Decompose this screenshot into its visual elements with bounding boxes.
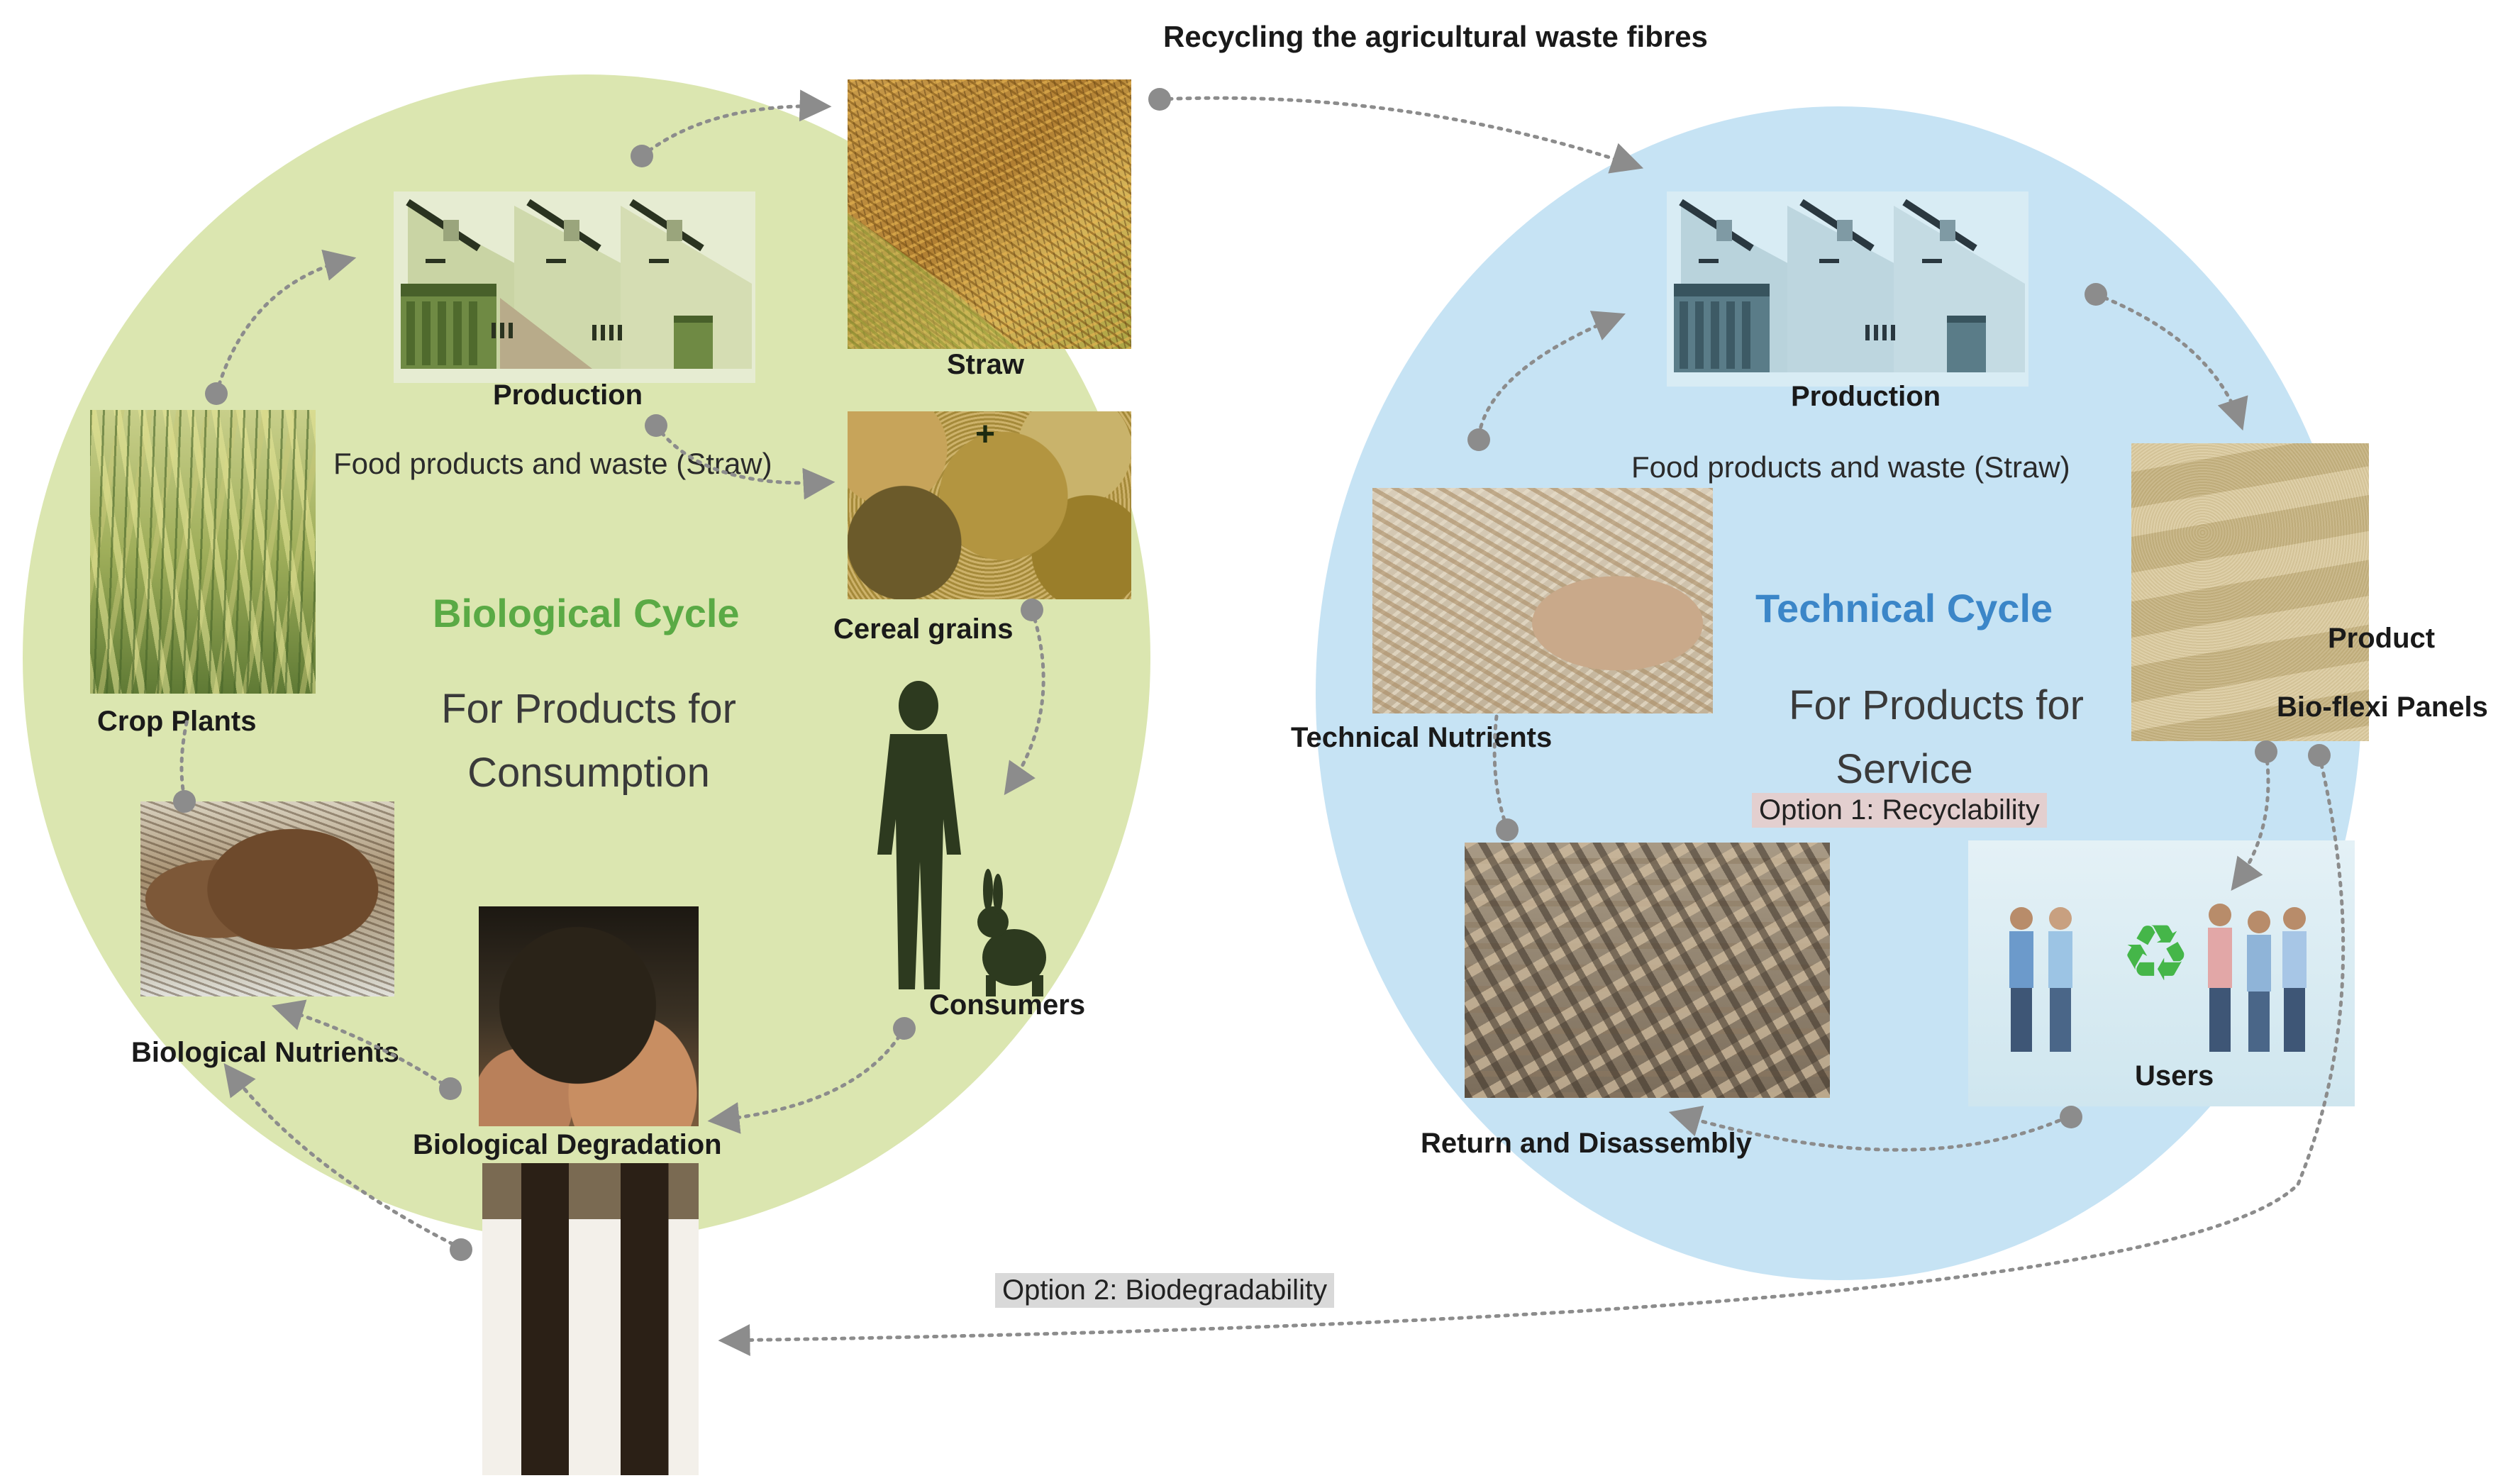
biological-nutrients-image — [140, 801, 394, 996]
tech-food-products-label: Food products and waste (Straw) — [1631, 450, 2070, 484]
biological-cycle-subtitle-2: Consumption — [467, 750, 710, 796]
crop-plants-label: Crop Plants — [97, 706, 257, 737]
cereal-grains-label: Cereal grains — [833, 613, 1014, 645]
technical-cycle-subtitle-1: For Products for — [1789, 682, 2084, 728]
soil-roots-image — [482, 1163, 699, 1475]
technical-nutrients-label: Technical Nutrients — [1291, 722, 1553, 753]
option-1-recyclability: Option 1: Recyclability — [1752, 793, 2047, 828]
bio-factory-icon — [394, 191, 755, 383]
technical-cycle-title: Technical Cycle — [1755, 586, 2053, 631]
technical-nutrients-image — [1372, 488, 1713, 713]
consumers-silhouette-icon — [862, 677, 1067, 1004]
users-image — [1968, 840, 2355, 1106]
users-label: Users — [2135, 1060, 2214, 1092]
bio-flexi-panels-image — [2131, 443, 2369, 741]
recycle-icon: ♻ — [2121, 910, 2191, 997]
option-2-biodegradability: Option 2: Biodegradability — [995, 1273, 1335, 1308]
cereal-grains-cross-icon: + — [975, 416, 996, 453]
consumers-label: Consumers — [929, 989, 1086, 1021]
return-disassembly-image — [1465, 843, 1830, 1098]
cereal-grains-image — [848, 411, 1131, 599]
biological-nutrients-label: Biological Nutrients — [131, 1037, 399, 1068]
biological-degradation-label: Biological Degradation — [413, 1129, 722, 1160]
tech-factory-icon — [1667, 191, 2028, 387]
biological-cycle-subtitle-1: For Products for — [441, 686, 736, 732]
technical-cycle-subtitle-2: Service — [1836, 746, 1973, 792]
crop-plants-image — [90, 410, 316, 694]
bio-production-label: Production — [493, 379, 643, 411]
top-title: Recycling the agricultural waste fibres — [1163, 20, 1708, 53]
bio-flexi-panels-label: Bio-flexi Panels — [2277, 691, 2488, 723]
tech-production-label: Production — [1791, 381, 1941, 412]
biological-degradation-image — [479, 906, 699, 1126]
product-label: Product — [2328, 623, 2436, 654]
straw-label: Straw — [947, 349, 1024, 380]
biological-cycle-title: Biological Cycle — [433, 591, 740, 635]
